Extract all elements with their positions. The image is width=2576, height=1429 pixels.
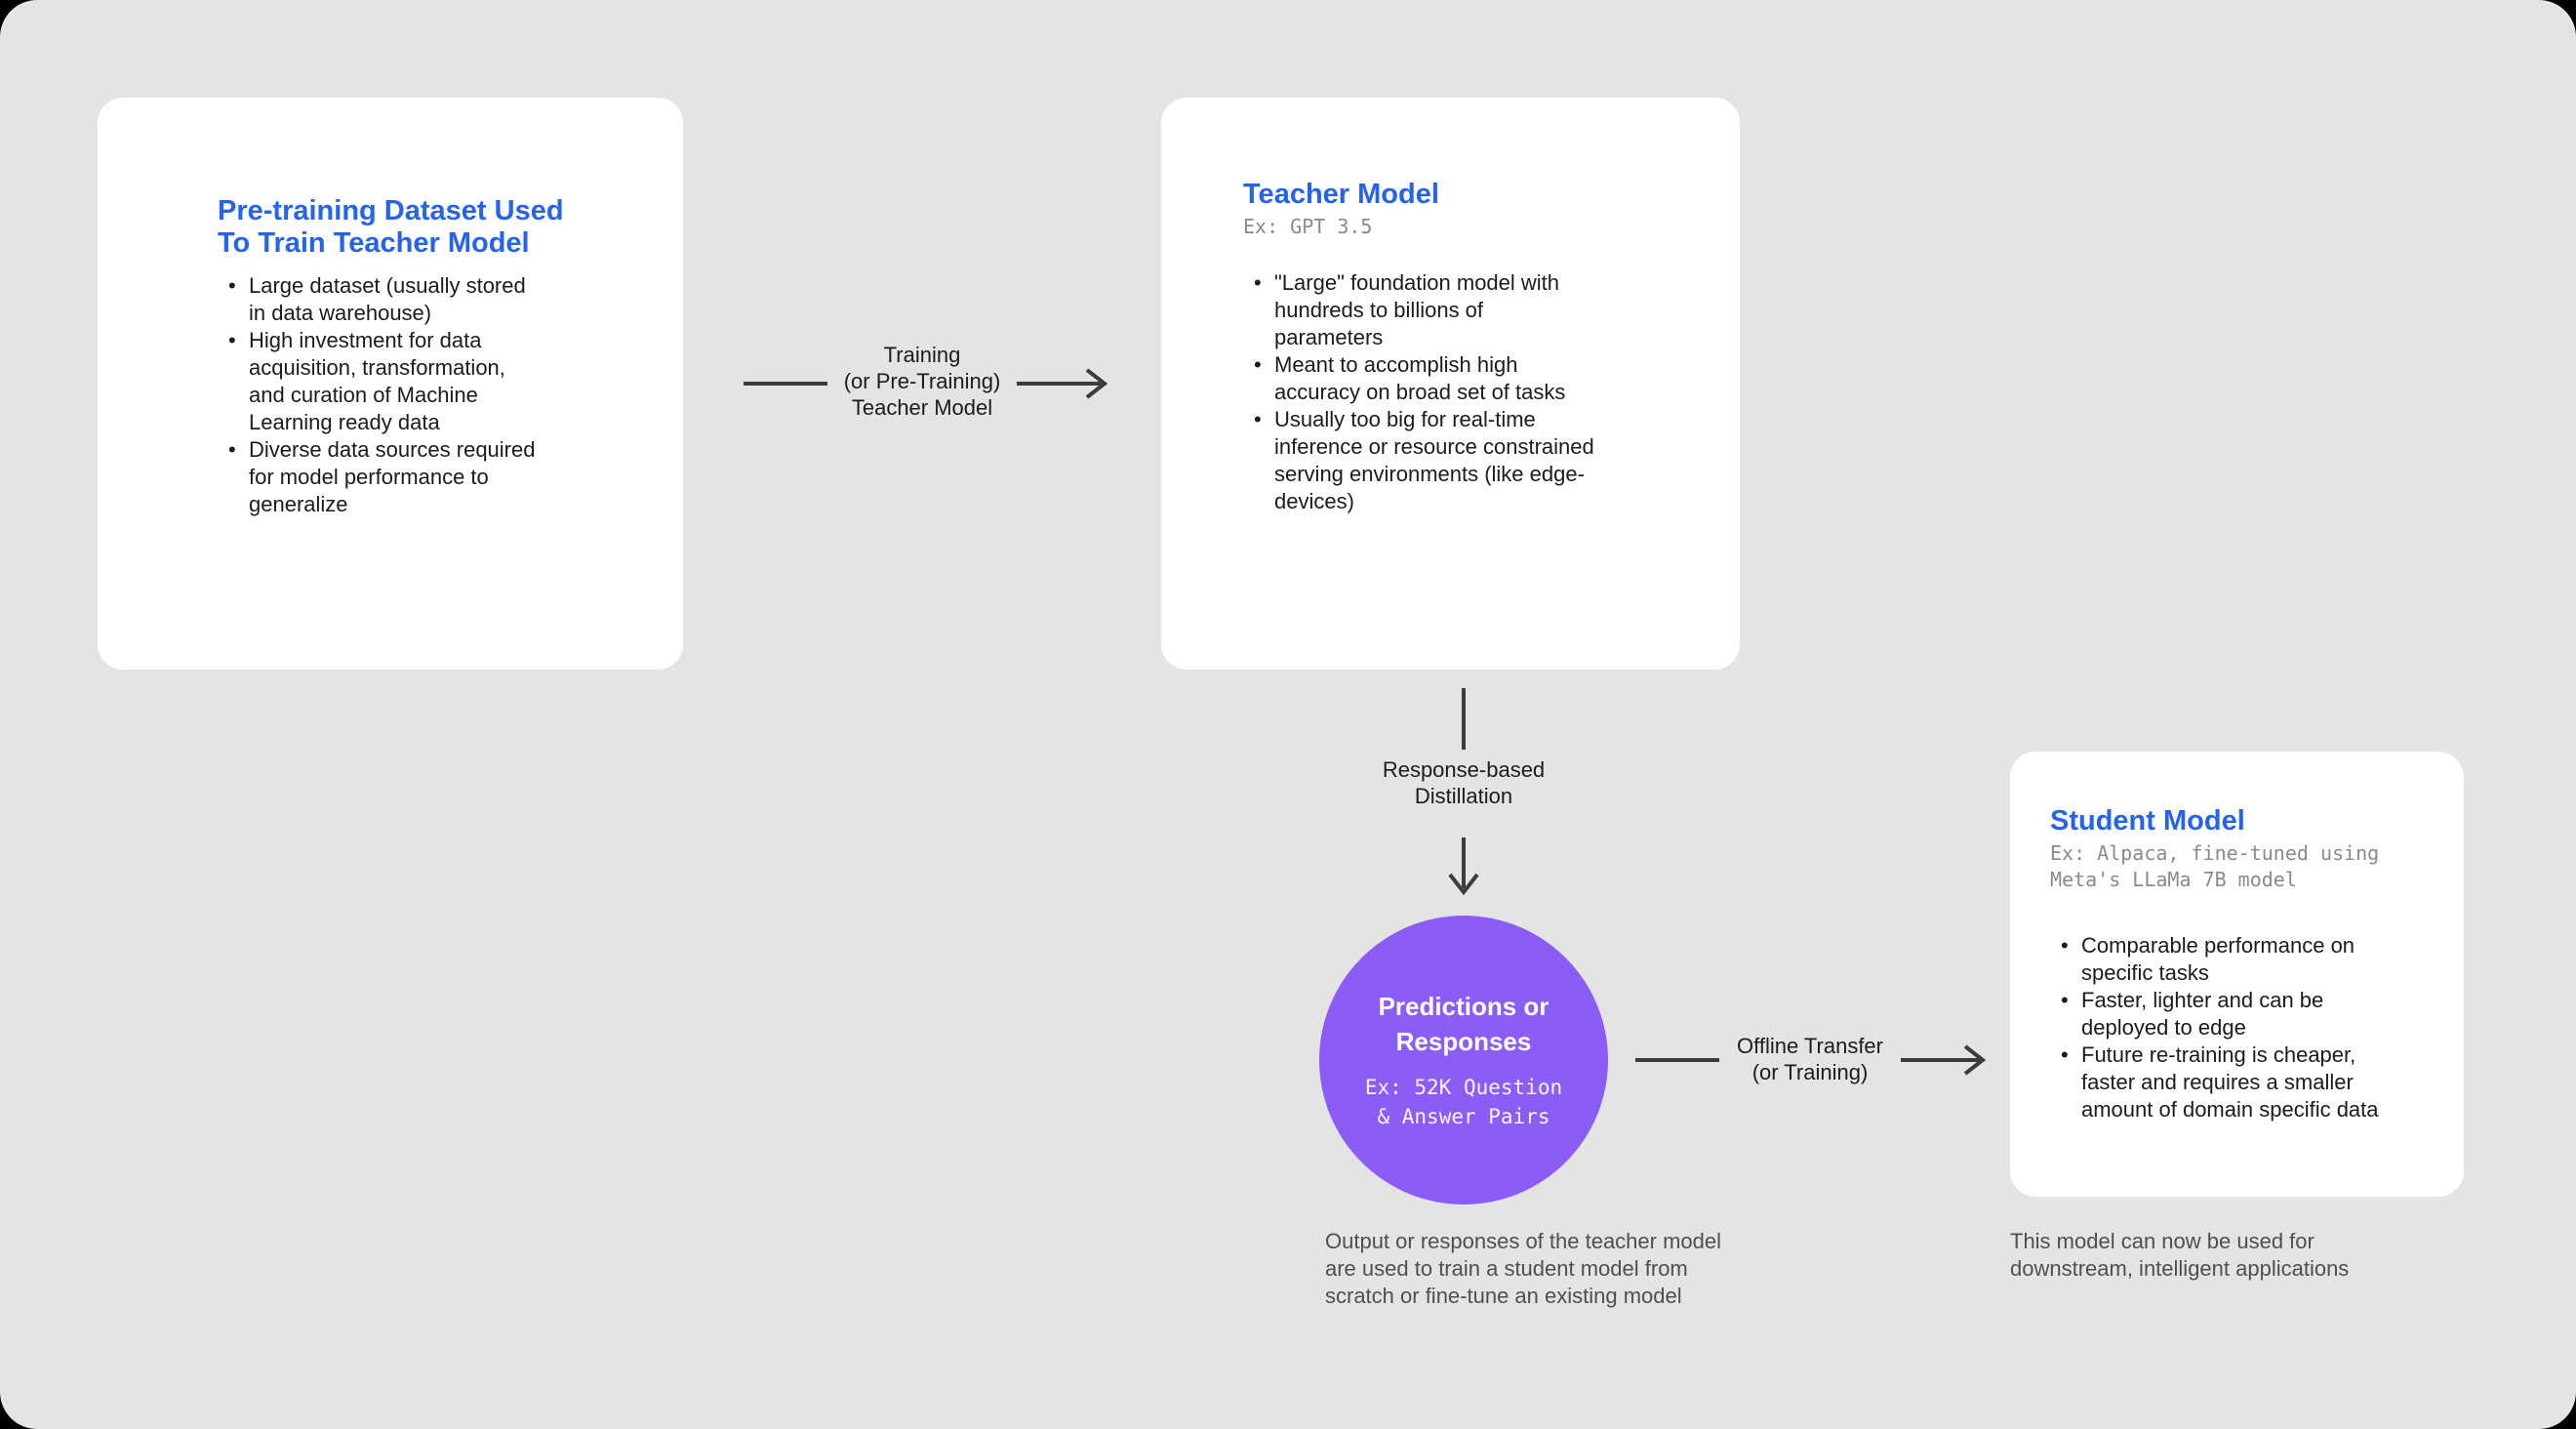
bullet-item: Large dataset (usually stored in data wa…	[218, 272, 615, 327]
student-card-title: Student Model	[2050, 805, 2245, 837]
student-card-subtitle: Ex: Alpaca, fine-tuned using Meta's LLaM…	[2050, 841, 2380, 891]
predictions-circle: Predictions or Responses Ex: 52K Questio…	[1319, 916, 1608, 1204]
bullet-item: Diverse data sources required for model …	[218, 436, 615, 518]
teacher-bullet-list: "Large" foundation model with hundreds t…	[1243, 269, 1683, 515]
bullet-item: Usually too big for real-time inference …	[1243, 406, 1683, 515]
bullet-item: "Large" foundation model with hundreds t…	[1243, 269, 1683, 351]
student-caption: This model can now be used for downstrea…	[2010, 1229, 2350, 1281]
teacher-card-title: Teacher Model	[1243, 179, 1439, 210]
teacher-model-card: Teacher Model Ex: GPT 3.5 "Large" founda…	[1161, 98, 1740, 670]
pretraining-card-title: Pre-training Dataset Used To Train Teach…	[218, 195, 564, 259]
down-arrowhead-icon	[1448, 873, 1479, 896]
bullet-item: High investment for data acquisition, tr…	[218, 327, 615, 436]
right-arrowhead-icon	[1963, 1044, 1987, 1076]
bullet-item: Future re-training is cheaper, faster an…	[2050, 1041, 2436, 1123]
student-bullet-list: Comparable performance on specific tasks…	[2050, 932, 2436, 1123]
distillation-arrow-label: Response-based Distillation	[1382, 757, 1546, 808]
predictions-circle-title: Predictions or Responses	[1378, 992, 1550, 1056]
bullet-item: Faster, lighter and can be deployed to e…	[2050, 987, 2436, 1041]
student-model-card: Student Model Ex: Alpaca, fine-tuned usi…	[2010, 752, 2464, 1197]
pretraining-dataset-card: Pre-training Dataset Used To Train Teach…	[98, 98, 683, 670]
teacher-card-subtitle: Ex: GPT 3.5	[1243, 215, 1373, 238]
pretraining-bullet-list: Large dataset (usually stored in data wa…	[218, 272, 615, 518]
right-arrowhead-icon	[1085, 368, 1108, 399]
offline-transfer-arrow-label: Offline Transfer (or Training)	[1737, 1034, 1883, 1084]
predictions-caption: Output or responses of the teacher model…	[1325, 1229, 1722, 1308]
bullet-item: Comparable performance on specific tasks	[2050, 932, 2436, 987]
predictions-circle-subtitle: Ex: 52K Question & Answer Pairs	[1364, 1076, 1563, 1128]
bullet-item: Meant to accomplish high accuracy on bro…	[1243, 351, 1683, 406]
training-arrow-label: Training (or Pre-Training) Teacher Model	[843, 343, 1001, 420]
